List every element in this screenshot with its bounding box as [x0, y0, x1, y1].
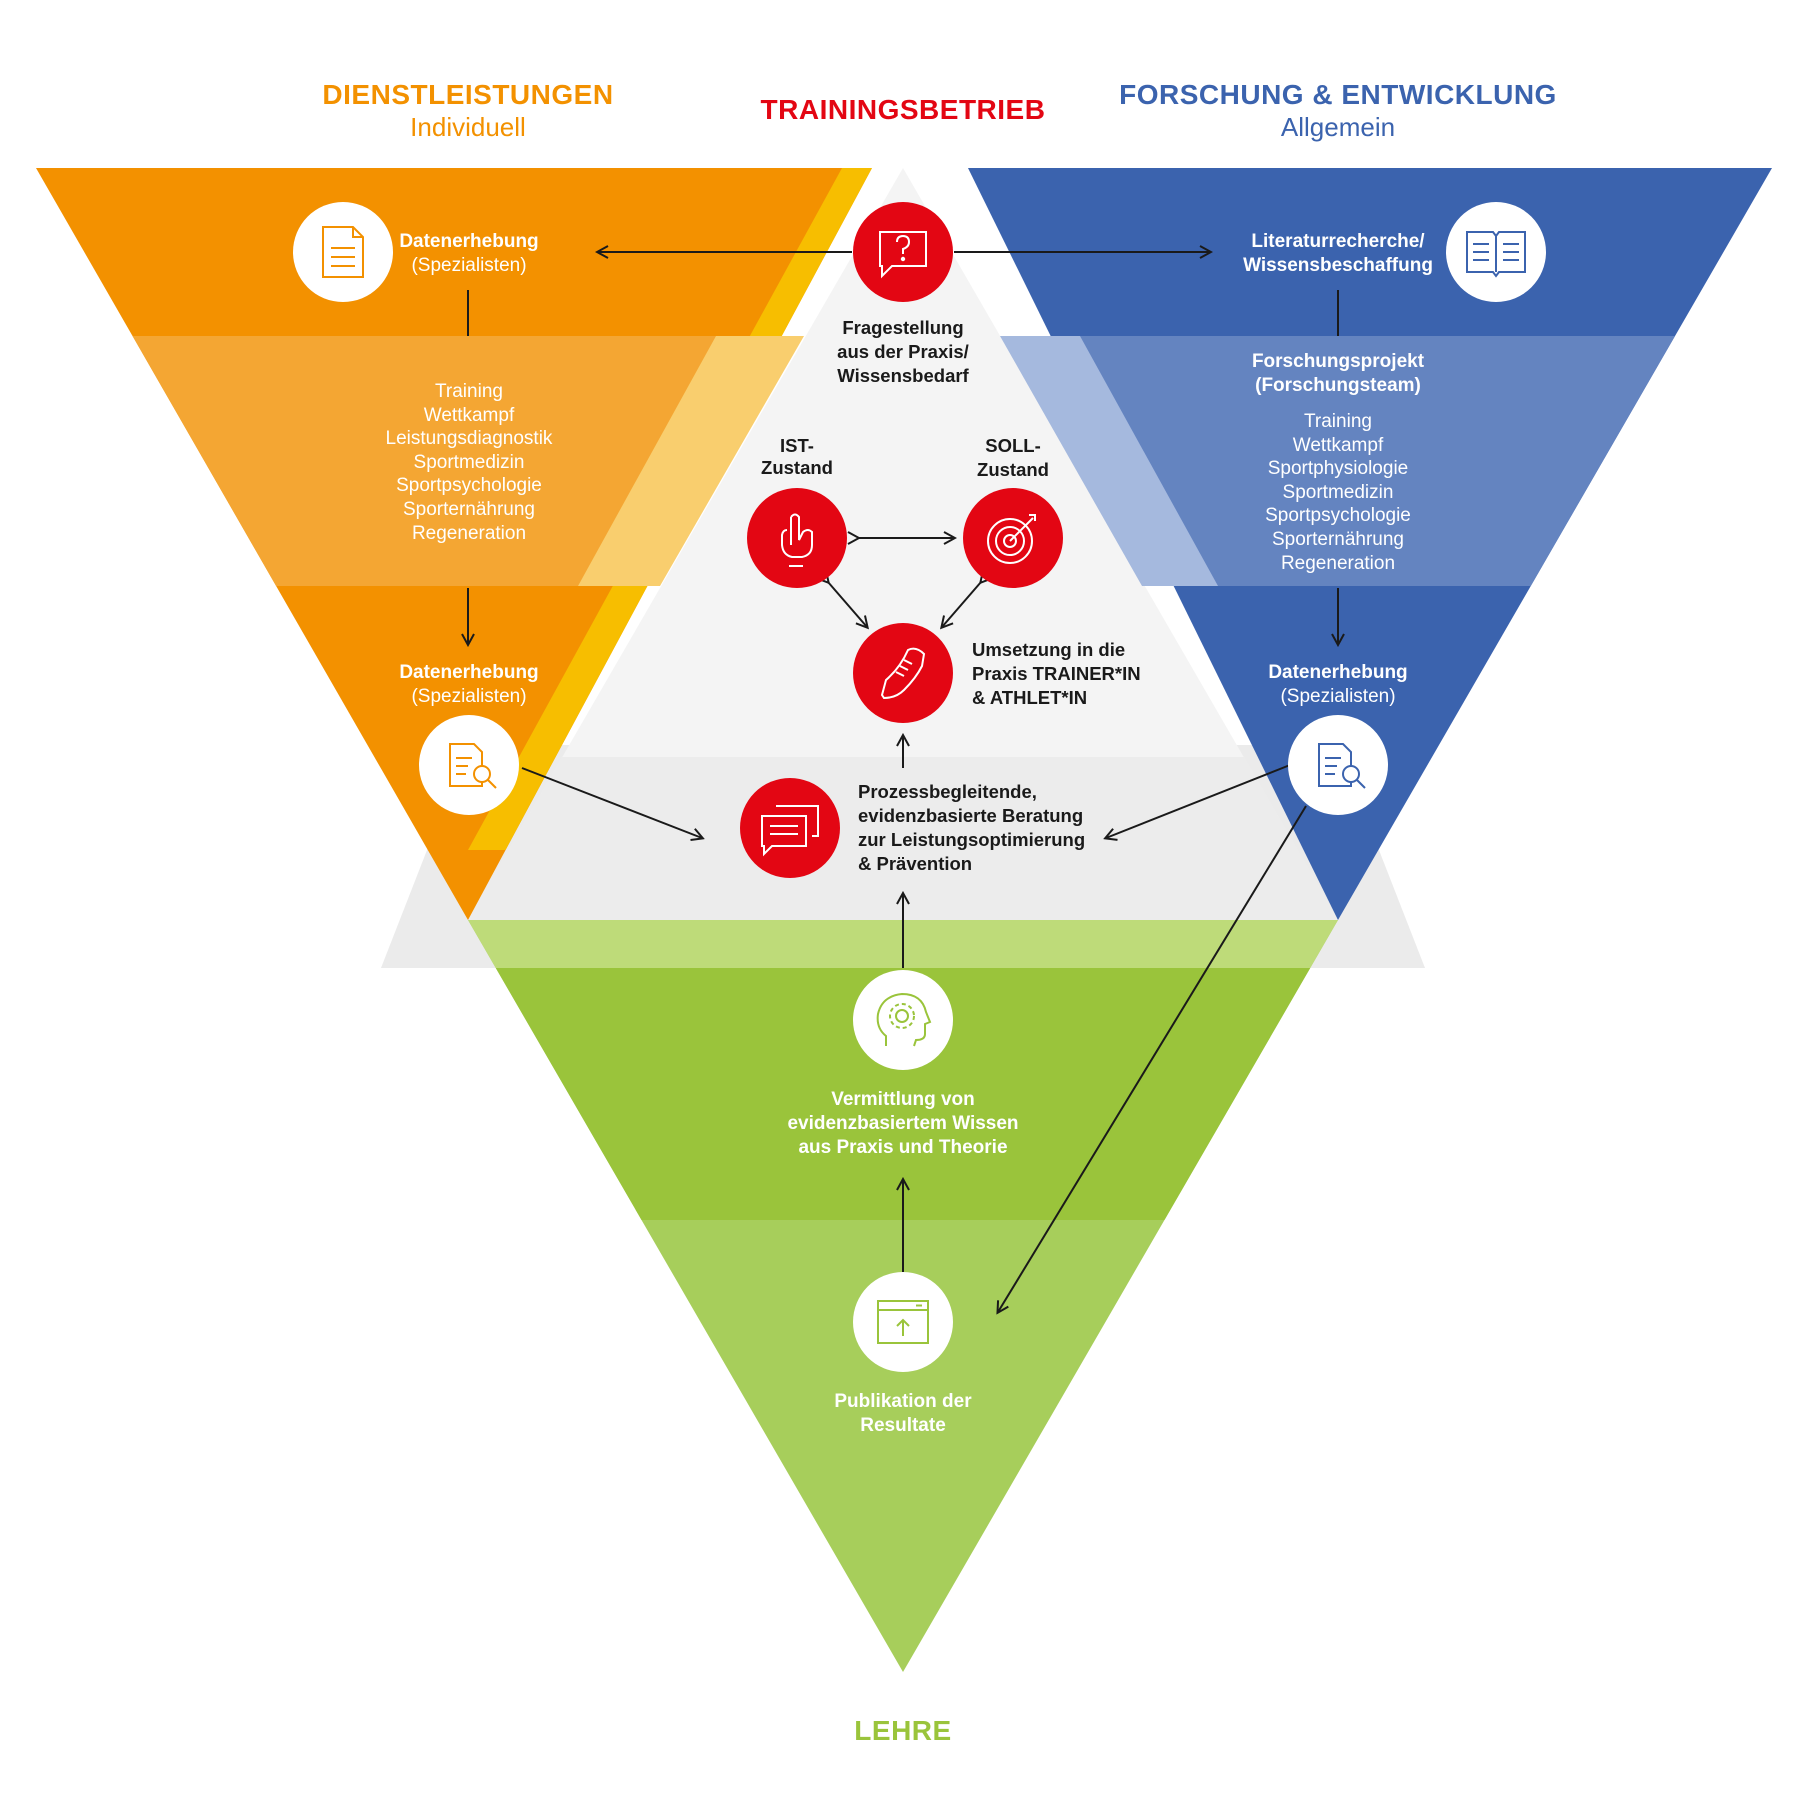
document-search-icon — [1318, 743, 1366, 789]
chat-bubbles-icon — [761, 805, 819, 857]
ist-line2: Zustand — [761, 457, 833, 478]
head-gear-icon — [876, 992, 932, 1047]
beratung-line2: evidenzbasierte Beratung — [858, 805, 1083, 826]
target-icon — [987, 514, 1036, 564]
header-trainingsbetrieb: TRAININGSBETRIEB — [761, 94, 1046, 125]
umsetzung-line3: & ATHLET*IN — [972, 687, 1087, 708]
hand-pointing-icon — [781, 513, 813, 567]
beratung-line1: Prozessbegleitende, — [858, 781, 1037, 802]
left-list-item: Wettkampf — [424, 405, 515, 426]
beratung-line4: & Prävention — [858, 853, 972, 874]
header-dienstleistungen: DIENSTLEISTUNGEN — [322, 79, 613, 110]
question-line1: Fragestellung — [842, 317, 963, 338]
arrow-left-to-beratung — [521, 767, 702, 838]
header-individuell: Individuell — [410, 112, 526, 142]
right-list-item: Sportmedizin — [1283, 482, 1394, 503]
question-bubble-icon — [879, 231, 927, 279]
vermittlung-node — [853, 970, 953, 1070]
document-icon — [322, 226, 364, 278]
left-top-node — [293, 202, 393, 302]
right-bottom-node — [1288, 715, 1388, 815]
left-list: Training Wettkampf Leistungsdiagnostik S… — [386, 381, 553, 544]
right-bottom-title: Datenerhebung — [1268, 662, 1407, 683]
umsetzung-line2: Praxis TRAINER*IN — [972, 663, 1141, 684]
left-list-item: Sporternährung — [403, 499, 535, 520]
right-band-light — [1000, 336, 1218, 586]
left-bottom-sub: (Spezialisten) — [411, 686, 526, 707]
right-project-line1: Forschungsprojekt — [1252, 351, 1425, 372]
question-line2: aus der Praxis/ — [837, 341, 969, 362]
arrow-right-to-publikation — [998, 805, 1307, 1312]
ist-line1: IST- — [780, 435, 814, 456]
right-list-item: Sportphysiologie — [1268, 458, 1408, 479]
arrow-right-to-beratung — [1106, 764, 1291, 838]
right-bottom-sub: (Spezialisten) — [1280, 686, 1395, 707]
right-top-line2: Wissensbeschaffung — [1243, 255, 1433, 276]
soll-line1: SOLL- — [985, 435, 1041, 456]
document-search-icon — [449, 743, 497, 789]
left-list-item: Leistungsdiagnostik — [386, 428, 553, 449]
header-forschung: FORSCHUNG & ENTWICKLUNG — [1119, 79, 1557, 110]
left-list-item: Sportpsychologie — [396, 475, 542, 496]
right-list-item: Sportpsychologie — [1265, 505, 1411, 526]
right-top-line1: Literaturrecherche/ — [1251, 231, 1425, 252]
left-top-title: Datenerhebung — [399, 231, 538, 252]
publikation-node — [853, 1272, 953, 1372]
header-allgemein: Allgemein — [1281, 112, 1395, 142]
header-lehre: LEHRE — [854, 1715, 951, 1746]
publikation-line2: Resultate — [860, 1415, 946, 1436]
left-list-item: Regeneration — [412, 523, 526, 544]
beratung-line3: zur Leistungsoptimierung — [858, 829, 1085, 850]
ist-node — [747, 488, 847, 588]
left-bottom-node — [419, 715, 519, 815]
arrow-ist-umsetzung — [828, 582, 867, 627]
left-bottom-title: Datenerhebung — [399, 662, 538, 683]
umsetzung-line1: Umsetzung in die — [972, 639, 1125, 660]
left-band-light — [578, 336, 804, 586]
soll-node — [963, 488, 1063, 588]
left-list-item: Sportmedizin — [414, 452, 525, 473]
question-line3: Wissensbedarf — [837, 365, 969, 386]
vermittlung-line2: evidenzbasiertem Wissen — [787, 1113, 1018, 1134]
right-list: Training Wettkampf Sportphysiologie Spor… — [1265, 411, 1411, 574]
left-list-item: Training — [435, 381, 503, 402]
publikation-line1: Publikation der — [834, 1391, 972, 1412]
right-top-node — [1446, 202, 1546, 302]
question-node — [853, 202, 953, 302]
vermittlung-line1: Vermittlung von — [831, 1089, 975, 1110]
soll-line2: Zustand — [977, 459, 1049, 480]
left-top-sub: (Spezialisten) — [411, 255, 526, 276]
open-book-icon — [1466, 231, 1526, 278]
sneaker-icon — [880, 647, 926, 700]
arrow-soll-umsetzung — [942, 582, 981, 627]
beratung-node — [740, 778, 840, 878]
vermittlung-line3: aus Praxis und Theorie — [798, 1137, 1007, 1158]
right-list-item: Training — [1304, 411, 1372, 432]
right-list-item: Wettkampf — [1293, 435, 1384, 456]
upload-window-icon — [877, 1300, 929, 1344]
umsetzung-node — [853, 623, 953, 723]
right-project-line2: (Forschungsteam) — [1255, 375, 1421, 396]
right-list-item: Sporternährung — [1272, 529, 1404, 550]
right-list-item: Regeneration — [1281, 553, 1395, 574]
